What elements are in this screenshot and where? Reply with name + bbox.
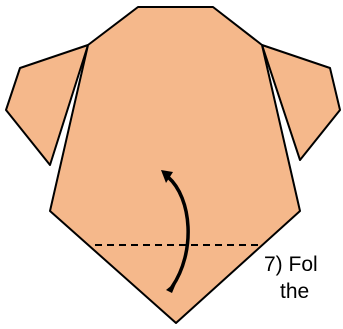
main-paper-body [49,6,301,324]
fold-arrow [166,175,190,289]
step-caption-line-2: the [264,278,343,305]
left-ear-flap [5,44,89,166]
fold-arrow-head-bottom [166,281,177,293]
right-ear-flap [261,44,341,161]
step-caption-text-1: Fol [288,253,318,276]
fold-arrow-head-top [161,170,173,183]
step-caption-text-2: the [280,280,310,303]
step-caption-line-1: 7) Fol [264,251,343,278]
step-caption: 7) Fol the [264,251,343,305]
step-number: 7) [264,253,283,276]
